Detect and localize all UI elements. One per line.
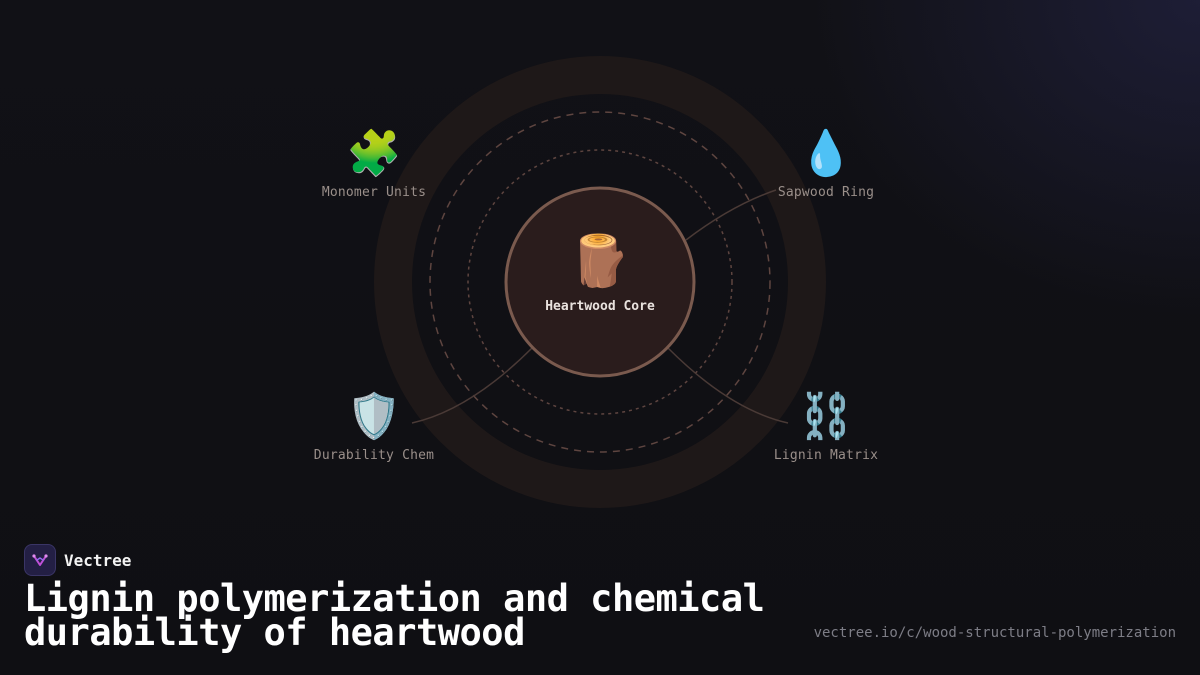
core-label: Heartwood Core [545, 299, 655, 314]
source-url[interactable]: vectree.io/c/wood-structural-polymerizat… [813, 625, 1176, 641]
node-label: Durability Chem [313, 448, 435, 463]
shield-icon: 🛡️ [346, 391, 402, 442]
inner-dashed-ring [467, 149, 733, 415]
connector-durability [411, 347, 533, 424]
connector-sapwood [685, 189, 777, 241]
vectree-logo-icon [24, 544, 56, 576]
puzzle-piece-icon: 🧩 [346, 128, 402, 179]
node-durability-chem: 🛡️ Durability Chem [274, 391, 474, 464]
outer-ring [374, 56, 826, 508]
brand-name: Vectree [64, 550, 132, 570]
node-label: Sapwood Ring [777, 185, 875, 200]
outer-dashed-ring [429, 111, 771, 453]
droplet-icon: 💧 [798, 128, 854, 179]
brand[interactable]: Vectree [24, 544, 131, 576]
node-monomer-units: 🧩 Monomer Units [274, 128, 474, 201]
connector-lignin [667, 347, 789, 424]
page-title: Lignin polymerization and chemical durab… [24, 577, 765, 654]
node-label: Lignin Matrix [773, 448, 879, 463]
node-sapwood-ring: 💧 Sapwood Ring [726, 128, 926, 201]
heartwood-core: 🪵 Heartwood Core [500, 233, 700, 314]
core-circle [504, 186, 696, 378]
chain-icon: ⛓️ [798, 391, 854, 442]
node-label: Monomer Units [321, 185, 427, 200]
node-lignin-matrix: ⛓️ Lignin Matrix [726, 391, 926, 464]
wood-log-icon: 🪵 [568, 232, 632, 290]
